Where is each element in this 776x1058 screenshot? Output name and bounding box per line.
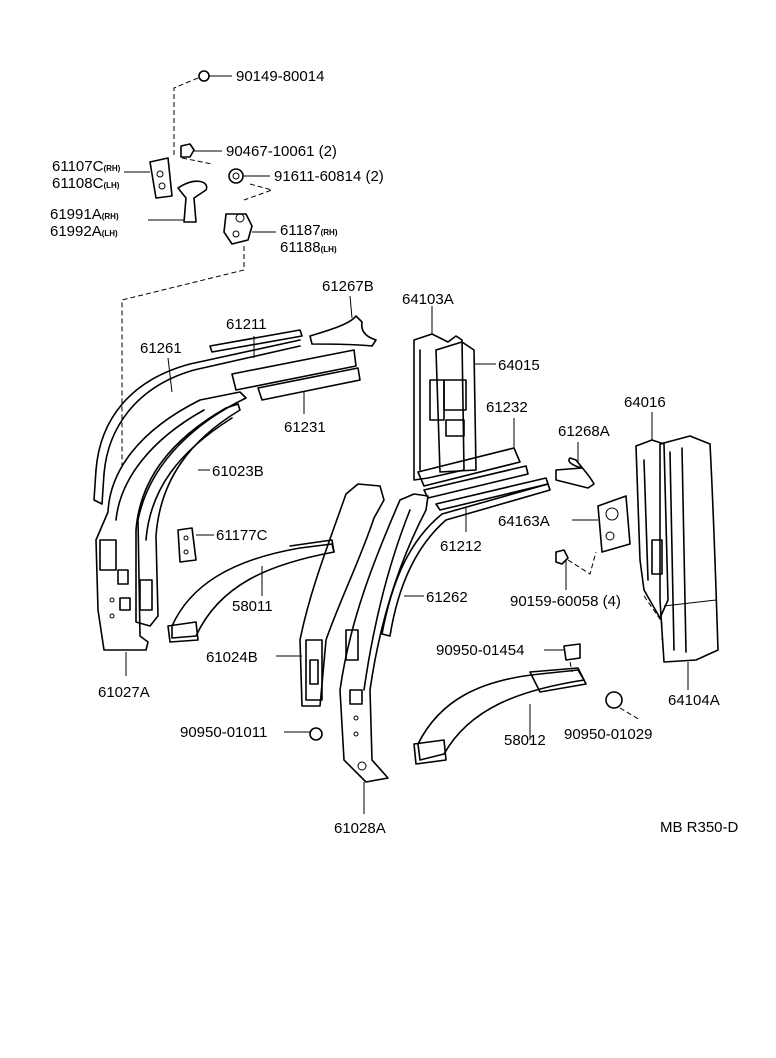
rail-61211	[209, 329, 303, 358]
label-61212: 61212	[440, 538, 482, 555]
pillar-outer-61024B	[276, 483, 385, 707]
label-61187: 61187(RH)	[280, 222, 338, 239]
label-61177C: 61177C	[216, 527, 268, 544]
clip-90950-01011	[284, 727, 323, 741]
label-58012: 58012	[504, 732, 546, 749]
label-64163A: 64163A	[498, 513, 550, 530]
bracket-61187	[223, 213, 276, 245]
label-90149-80014: 90149-80014	[236, 68, 324, 85]
rail-61268A	[555, 442, 595, 489]
label-61267B: 61267B	[322, 278, 374, 295]
label-91611-60814: 91611-60814 (2)	[274, 168, 384, 185]
bracket-61177C	[177, 527, 214, 563]
panel-64015	[435, 341, 496, 473]
wheelhouse-58012	[413, 667, 587, 765]
bolt-90159-60058	[555, 549, 569, 590]
rail-61232	[417, 418, 529, 499]
pillar-64104A	[659, 435, 719, 690]
pillar-64016	[635, 412, 669, 619]
label-64104A: 64104A	[668, 692, 720, 709]
clip-90149-80014	[198, 70, 232, 82]
label-61268A: 61268A	[558, 423, 610, 440]
weatherstrip-61261	[93, 339, 301, 505]
reference-code: MB R350-D	[660, 819, 739, 836]
label-61188: 61188(LH)	[280, 239, 337, 256]
label-64016: 64016	[624, 394, 666, 411]
label-61231: 61231	[284, 419, 326, 436]
label-90950-01454: 90950-01454	[436, 642, 524, 659]
pillar-center-61028A	[339, 493, 429, 814]
label-61992A: 61992A(LH)	[50, 223, 118, 240]
rail-61267B	[309, 295, 377, 347]
plug-90950-01029	[605, 691, 623, 709]
label-90950-01029: 90950-01029	[564, 726, 652, 743]
bolt-90467-10061	[180, 143, 222, 158]
label-61027A: 61027A	[98, 684, 150, 701]
pillar-inner-61023B	[135, 403, 241, 627]
label-61232: 61232	[486, 399, 528, 416]
wheelhouse-58011	[167, 539, 335, 643]
plug-90950-01454	[544, 643, 581, 661]
label-90159-60058: 90159-60058 (4)	[510, 593, 621, 610]
label-61262: 61262	[426, 589, 468, 606]
label-90950-01011: 90950-01011	[180, 724, 267, 741]
rail-61212	[435, 477, 549, 532]
label-64015: 64015	[498, 357, 540, 374]
bracket-61107C	[124, 157, 173, 199]
label-58011: 58011	[232, 598, 273, 615]
label-61023B: 61023B	[212, 463, 264, 480]
label-61028A: 61028A	[334, 820, 386, 837]
label-61108C: 61108C(LH)	[52, 175, 120, 192]
nut-91611-60814	[228, 168, 270, 184]
label-90467-10061: 90467-10061 (2)	[226, 143, 337, 160]
bracket-64163A	[572, 495, 631, 553]
rail-61231	[231, 349, 361, 414]
label-64103A: 64103A	[402, 291, 454, 308]
bracket-61991A	[148, 180, 208, 223]
label-61211: 61211	[226, 316, 267, 333]
label-61261: 61261	[140, 340, 182, 357]
label-61107C: 61107C(RH)	[52, 158, 121, 175]
label-61991A: 61991A(RH)	[50, 206, 119, 223]
rail-61262	[381, 483, 551, 637]
label-61024B: 61024B	[206, 649, 258, 666]
